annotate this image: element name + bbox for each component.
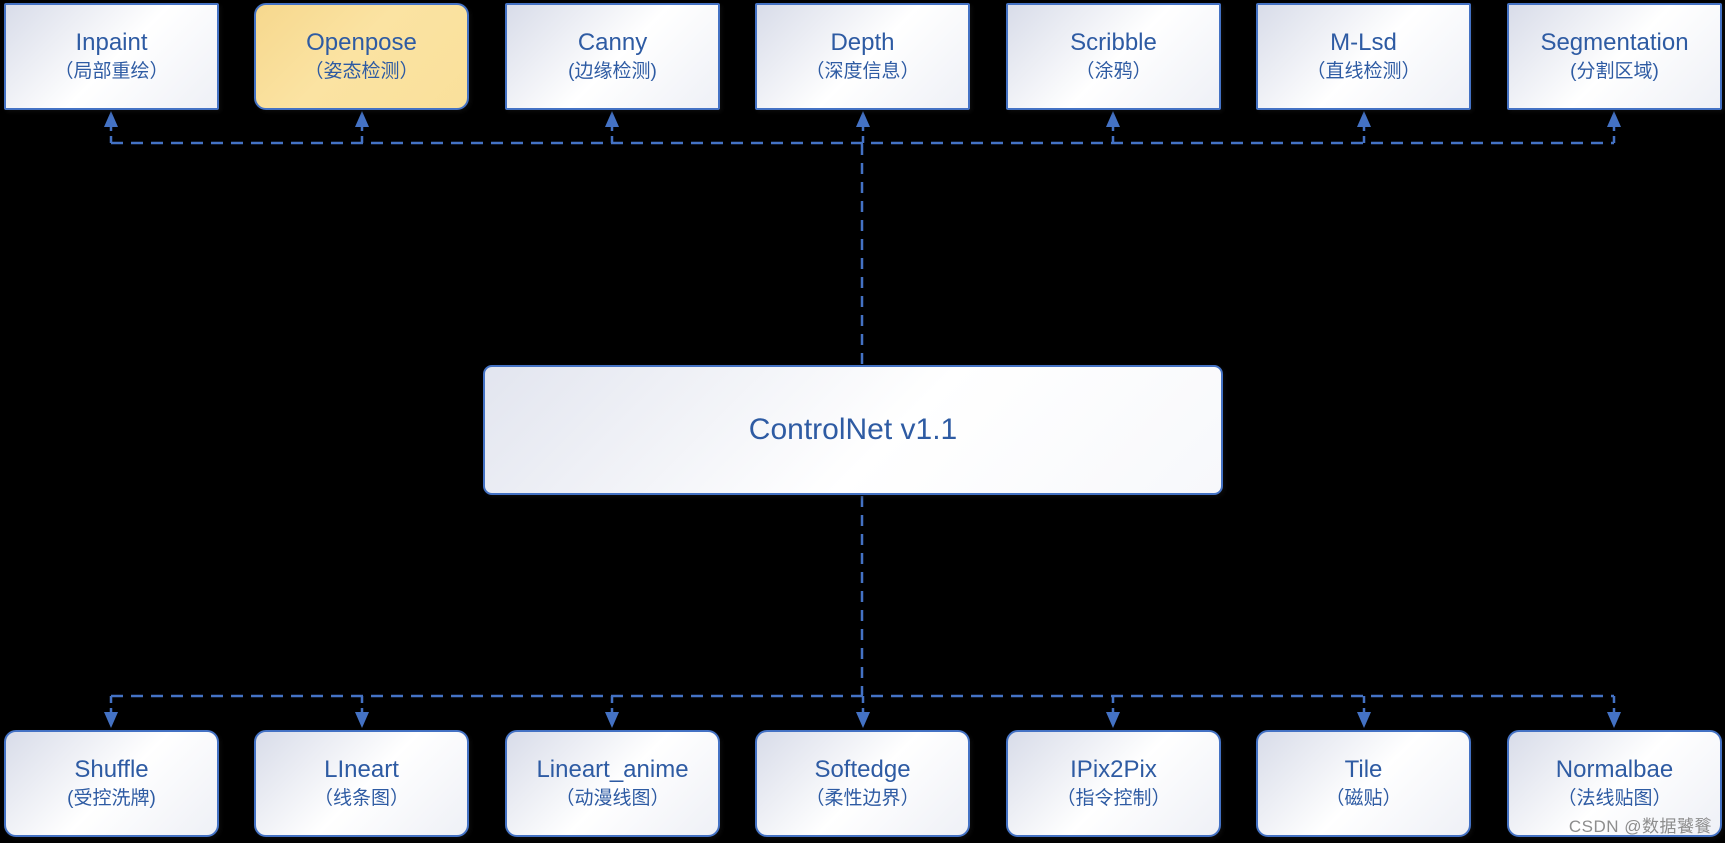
node-title: Openpose bbox=[306, 29, 417, 56]
arrow-up-icon bbox=[104, 111, 118, 127]
node-subtitle: （磁贴） bbox=[1325, 788, 1402, 809]
node-subtitle: (受控洗牌) bbox=[67, 788, 156, 809]
node-title: Tile bbox=[1344, 756, 1383, 783]
node-subtitle: （线条图） bbox=[313, 788, 409, 809]
arrow-down-icon bbox=[856, 712, 870, 728]
arrow-down-icon bbox=[355, 712, 369, 728]
node-title: LIneart bbox=[324, 756, 399, 783]
node-segmentation: Segmentation (分割区域) bbox=[1507, 3, 1722, 110]
node-subtitle: (分割区域) bbox=[1570, 61, 1659, 82]
node-scribble: Scribble （涂鸦） bbox=[1006, 3, 1221, 110]
node-mlsd: M-Lsd （直线检测） bbox=[1256, 3, 1471, 110]
arrow-up-icon bbox=[1357, 111, 1371, 127]
node-subtitle: （局部重绘） bbox=[54, 61, 169, 82]
node-lineart-anime: Lineart_anime （动漫线图） bbox=[505, 730, 720, 837]
arrow-down-icon bbox=[104, 712, 118, 728]
arrow-up-icon bbox=[605, 111, 619, 127]
node-title: Depth bbox=[830, 29, 895, 56]
node-tile: Tile （磁贴） bbox=[1256, 730, 1471, 837]
arrow-down-icon bbox=[1607, 712, 1621, 728]
node-normalbae: Normalbae （法线贴图） bbox=[1507, 730, 1722, 837]
node-title: Shuffle bbox=[74, 756, 149, 783]
node-subtitle: （直线检测） bbox=[1306, 61, 1421, 82]
node-title: M-Lsd bbox=[1330, 29, 1397, 56]
node-openpose: Openpose （姿态检测） bbox=[254, 3, 469, 110]
arrow-down-icon bbox=[605, 712, 619, 728]
arrow-up-icon bbox=[1106, 111, 1120, 127]
node-subtitle: （柔性边界） bbox=[805, 788, 920, 809]
node-lineart: LIneart （线条图） bbox=[254, 730, 469, 837]
node-subtitle: （涂鸦） bbox=[1075, 61, 1152, 82]
node-depth: Depth （深度信息） bbox=[755, 3, 970, 110]
node-title: Lineart_anime bbox=[536, 756, 689, 783]
arrow-down-icon bbox=[1357, 712, 1371, 728]
arrow-up-icon bbox=[856, 111, 870, 127]
node-title: Scribble bbox=[1070, 29, 1157, 56]
node-controlnet: ControlNet v1.1 bbox=[483, 365, 1223, 495]
node-title: Normalbae bbox=[1555, 756, 1674, 783]
controlnet-title: ControlNet v1.1 bbox=[748, 413, 958, 446]
node-ipix2pix: IPix2Pix （指令控制） bbox=[1006, 730, 1221, 837]
arrow-down-icon bbox=[1106, 712, 1120, 728]
node-shuffle: Shuffle (受控洗牌) bbox=[4, 730, 219, 837]
arrow-up-icon bbox=[355, 111, 369, 127]
node-title: Canny bbox=[577, 29, 648, 56]
node-subtitle: （姿态检测） bbox=[304, 61, 419, 82]
node-softedge: Softedge （柔性边界） bbox=[755, 730, 970, 837]
node-title: Softedge bbox=[814, 756, 911, 783]
node-subtitle: （法线贴图） bbox=[1557, 788, 1672, 809]
node-title: IPix2Pix bbox=[1070, 756, 1157, 783]
node-title: Segmentation bbox=[1540, 29, 1689, 56]
node-inpaint: Inpaint （局部重绘） bbox=[4, 3, 219, 110]
node-subtitle: (边缘检测) bbox=[568, 61, 657, 82]
node-subtitle: （指令控制） bbox=[1056, 788, 1171, 809]
node-canny: Canny (边缘检测) bbox=[505, 3, 720, 110]
arrow-up-icon bbox=[1607, 111, 1621, 127]
node-subtitle: （深度信息） bbox=[805, 61, 920, 82]
watermark-text: CSDN @数据饕餮 bbox=[1568, 817, 1712, 836]
node-subtitle: （动漫线图） bbox=[555, 788, 670, 809]
node-title: Inpaint bbox=[75, 29, 148, 56]
